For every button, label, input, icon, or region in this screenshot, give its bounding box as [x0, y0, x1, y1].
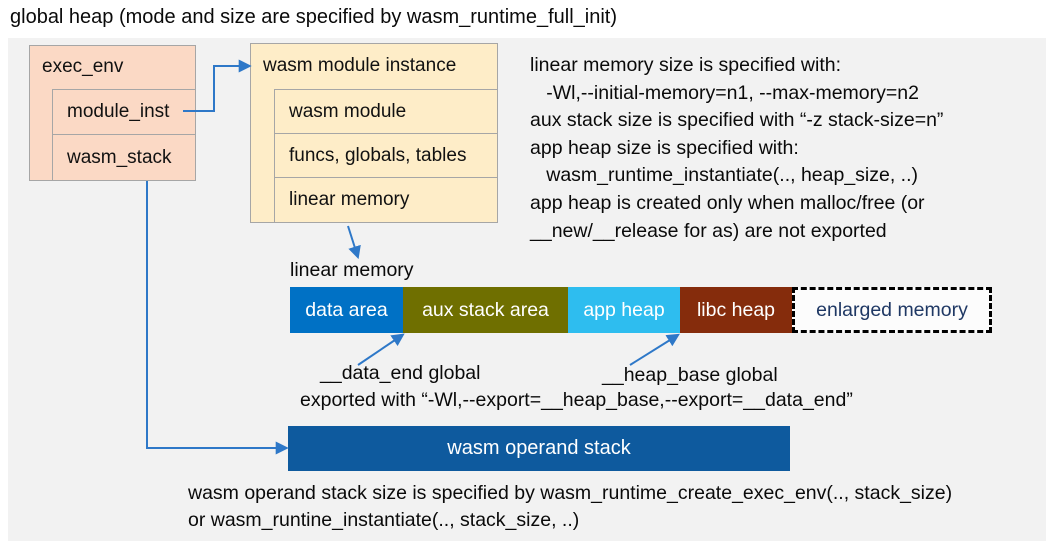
exec-env-header: exec_env [42, 56, 124, 77]
linear-memory-label: linear memory [290, 259, 414, 281]
size-notes-block: linear memory size is specified with: -W… [530, 52, 1052, 245]
note-line: aux stack size is specified with “-z sta… [530, 109, 944, 132]
segment-data-area: data area [290, 287, 403, 333]
note-line: -Wl,--initial-memory=n1, --max-memory=n2 [530, 81, 919, 104]
note-line: app heap is created only when malloc/fre… [530, 191, 925, 214]
exec-env-row-wasm-stack: wasm_stack [52, 134, 196, 181]
segment-enlarged-memory: enlarged memory [792, 287, 992, 333]
segment-app-heap: app heap [568, 287, 680, 333]
instance-row-wasm-module: wasm module [274, 89, 498, 134]
segment-libc-heap: libc heap [680, 287, 792, 333]
module-instance-header: wasm module instance [263, 55, 457, 76]
exec-env-row-module-inst: module_inst [52, 89, 196, 135]
note-line: wasm_runtime_instantiate(.., heap_size, … [530, 164, 919, 187]
export-note: exported with “-Wl,--export=__heap_base,… [300, 389, 853, 411]
instance-row-funcs-globals-tables: funcs, globals, tables [274, 133, 498, 178]
note-line: linear memory size is specified with: [530, 54, 842, 76]
operand-stack-notes: wasm operand stack size is specified by … [188, 480, 952, 533]
wasm-operand-stack-bar: wasm operand stack [288, 426, 790, 471]
instance-row-linear-memory: linear memory [274, 177, 498, 223]
note-line: or wasm_runtine_instantiate(.., stack_si… [188, 508, 580, 531]
diagram-title: global heap (mode and size are specified… [10, 6, 617, 28]
segment-aux-stack-area: aux stack area [403, 287, 568, 333]
note-line: wasm operand stack size is specified by … [188, 482, 953, 504]
note-line: app heap size is specified with: [530, 136, 799, 159]
data-end-global-label: __data_end global [320, 362, 481, 384]
note-line: __new/__release for as) are not exported [530, 219, 887, 242]
heap-base-global-label: __heap_base global [602, 364, 778, 386]
